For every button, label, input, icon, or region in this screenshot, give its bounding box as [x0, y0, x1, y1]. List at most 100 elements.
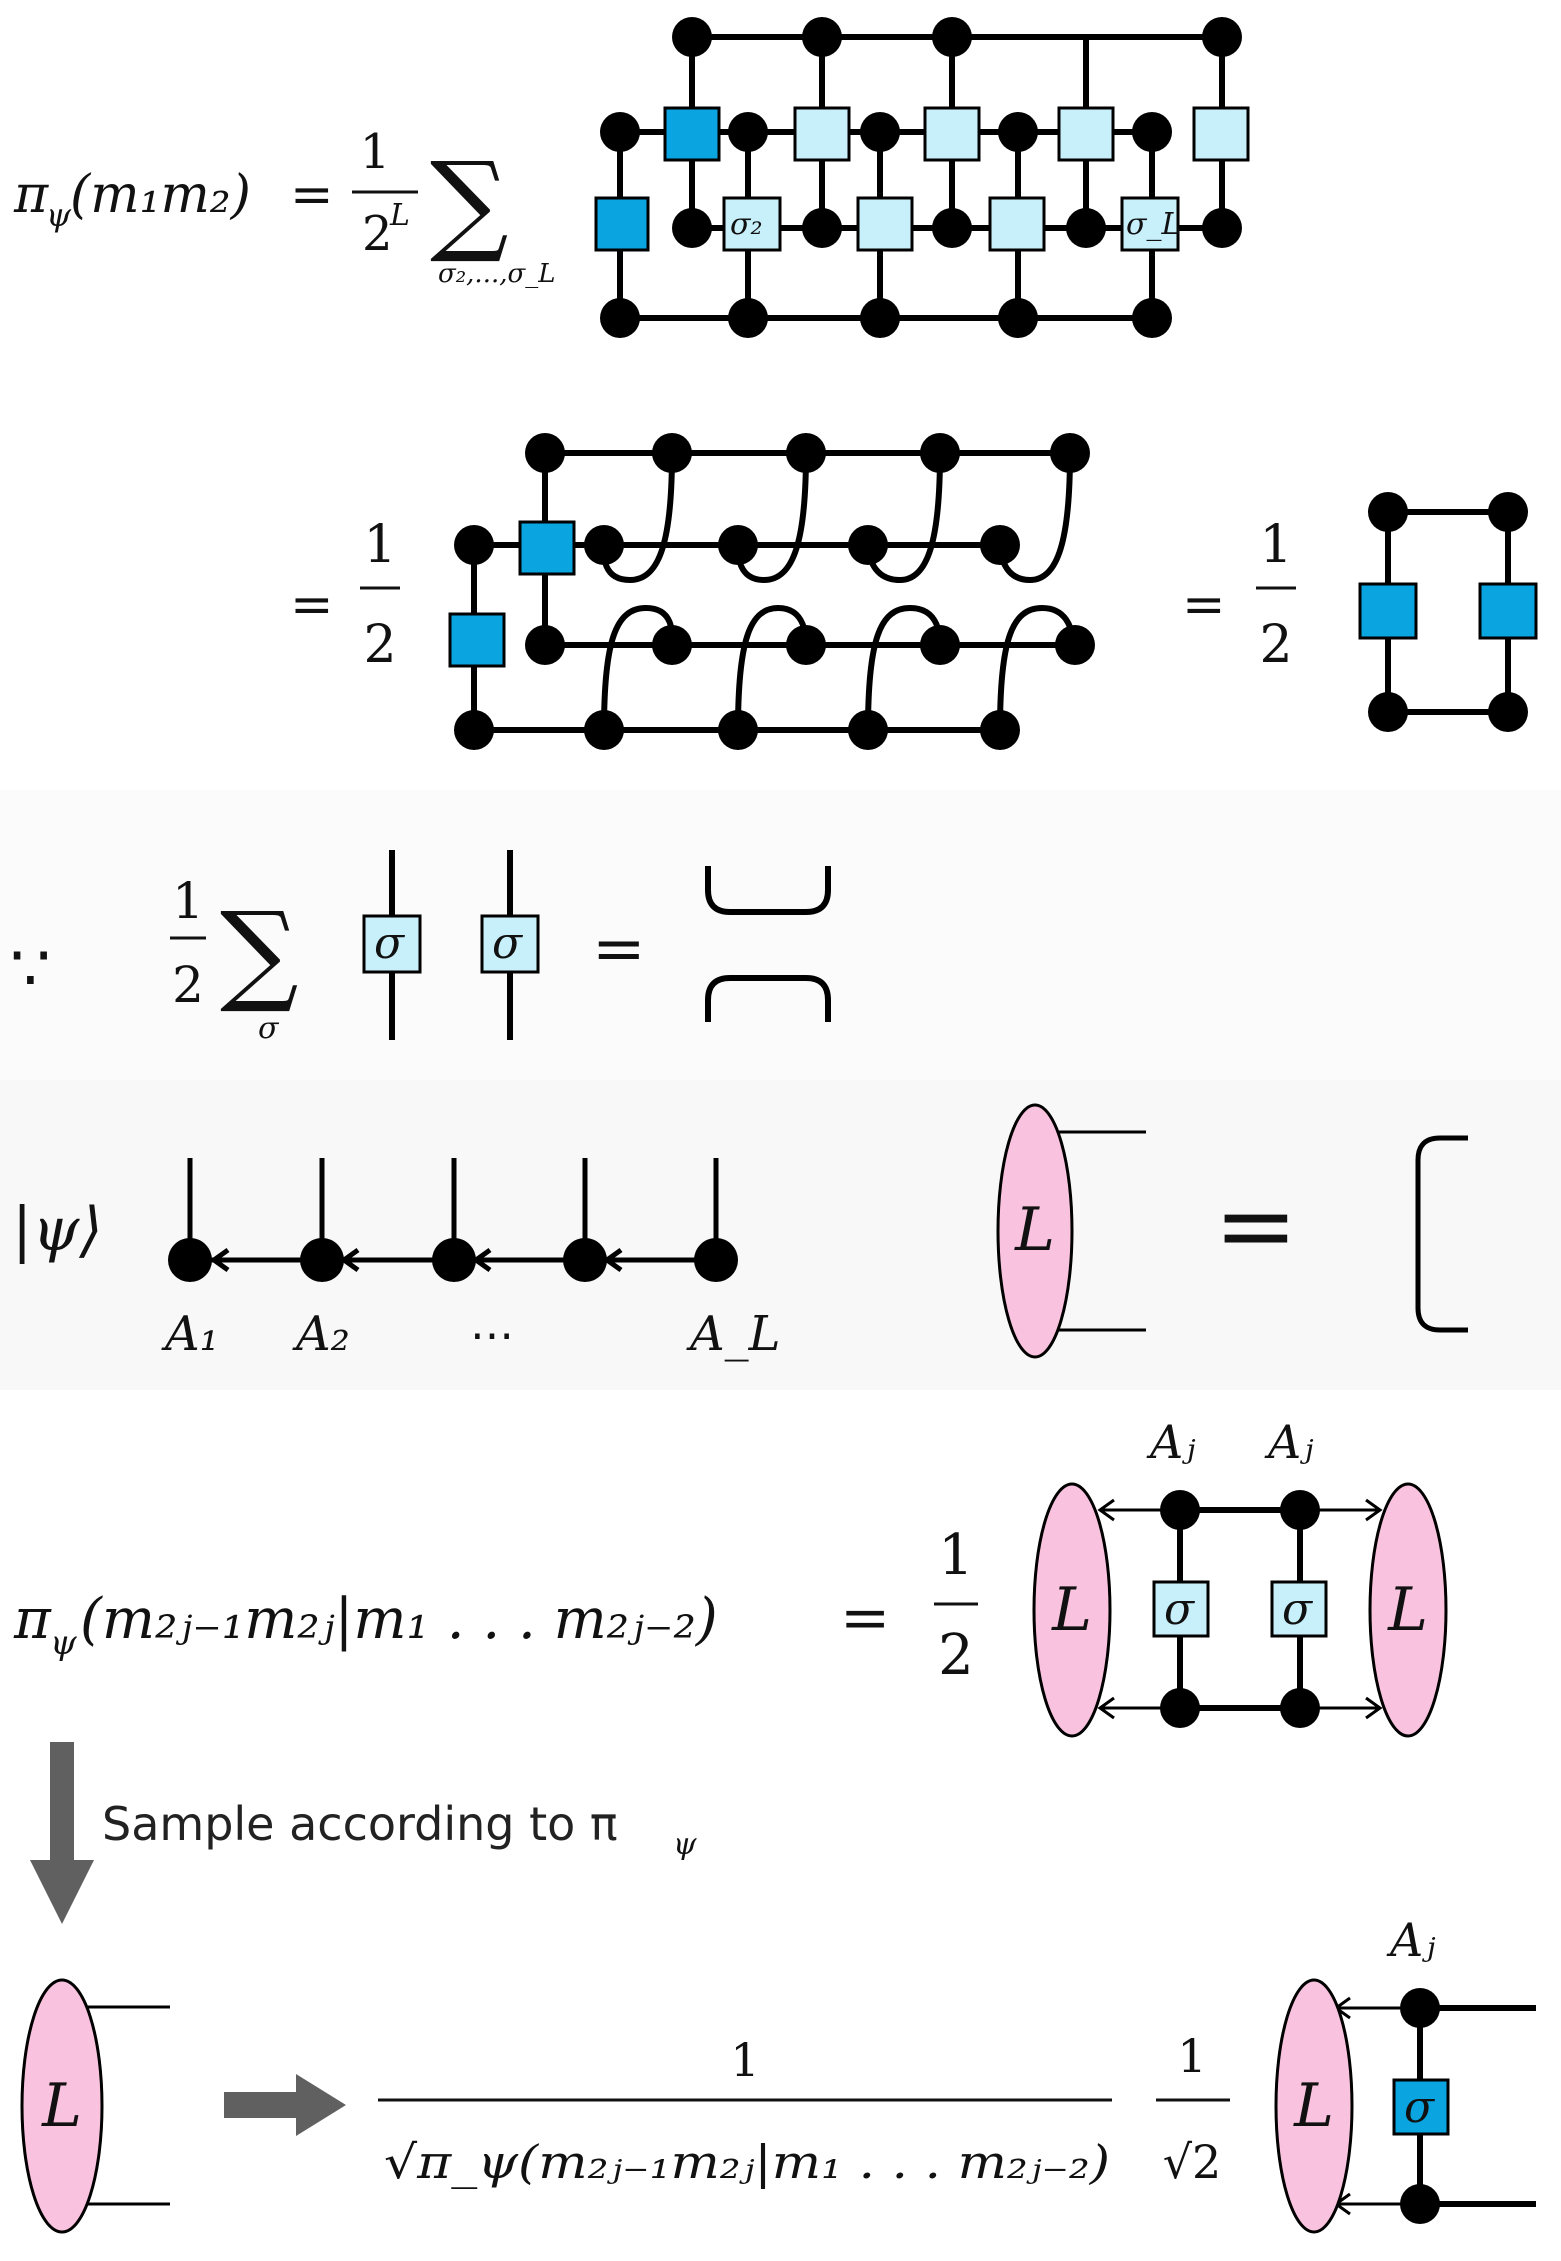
eq5-right-arrow	[224, 2074, 346, 2136]
eq1-gate-sigmaL	[1120, 196, 1180, 252]
eq3-sigma-left: σ	[374, 918, 406, 969]
eq3-diagram: ∵ 1 2 ∑ σ σ σ =	[10, 850, 831, 1046]
mps-dots	[168, 1238, 738, 1282]
eq1-frac-num: 1	[360, 124, 391, 180]
eq4-frac-num: 1	[938, 1523, 974, 1588]
eq4-sigma-left: σ	[1164, 1584, 1196, 1635]
eq4-Aj-right: Aⱼ	[1264, 1415, 1314, 1469]
eq4-equals: =	[840, 1583, 890, 1653]
eq1-gate-light-1	[793, 106, 851, 162]
eq2-gates	[448, 520, 576, 668]
eq1-gates	[594, 106, 1250, 252]
eq2-frac-a-den: 2	[363, 615, 396, 675]
eq5-frac2-den: √2	[1163, 2135, 1222, 2189]
eq3-frac-den: 2	[172, 956, 204, 1014]
eq4-diagram: π ψ (m₂ⱼ₋₁m₂ⱼ|m₁ . . . m₂ⱼ₋₂) = 1 2 σ σ …	[13, 1415, 1536, 2234]
mps-L-label: L	[1014, 1195, 1055, 1265]
eq2-gate-dark-1	[448, 612, 506, 668]
eq1-gate-light-5	[856, 196, 914, 252]
sample-text-sub: ψ	[673, 1827, 697, 1862]
eq1-frac-den-sup: L	[389, 198, 410, 233]
mps-label-dots: ⋯	[470, 1310, 514, 1361]
eq4-gate-left	[1152, 1580, 1210, 1638]
mps-label-AL: A_L	[686, 1306, 781, 1362]
eq2-diagram: = 1 2 = 1 2	[290, 433, 1538, 750]
eq2-tensor-dots	[454, 433, 1095, 750]
eq1-gate-light-3	[1057, 106, 1115, 162]
eq4-envs	[1032, 1482, 1448, 1738]
eq1-sigma2-label: σ₂	[730, 207, 763, 242]
sample-text: Sample according to π	[102, 1797, 618, 1851]
eq1-sum: ∑	[430, 138, 509, 266]
eq5-L-right-label: L	[1293, 2071, 1334, 2141]
eq4-pi: π	[13, 1587, 52, 1652]
eq5-L-env	[20, 1978, 170, 2234]
eq4-L-right-label: L	[1387, 1575, 1428, 1645]
eq1-gate-sigma2	[722, 196, 782, 252]
eq4-Aj-left: Aⱼ	[1146, 1415, 1196, 1469]
eq1-gate-light-4	[1192, 106, 1250, 162]
eq1-gate-dark-2	[663, 106, 721, 162]
eq4-L-left	[1032, 1482, 1112, 1738]
mps-label-A1: A₁	[161, 1306, 219, 1362]
panel-eq3-identity: ∵ 1 2 ∑ σ σ σ =	[0, 790, 1561, 1080]
eq1-diagram: π ψ (m₁m₂) = 1 2 L ∑ σ₂,...,σ_L σ₂ σ_L	[13, 17, 1250, 338]
mps-diagram: |ψ⟩ A₁ A₂ ⋯ A_L L =	[12, 1103, 1468, 1362]
eq1-frac-den: 2	[362, 206, 393, 262]
eq4-arrows	[1097, 1498, 1383, 1720]
eq1-equals: =	[290, 165, 334, 225]
eq4-sigma-right: σ	[1282, 1584, 1314, 1635]
eq5-dots	[1400, 1988, 1440, 2224]
eq4-L-right	[1368, 1482, 1448, 1738]
sample-down-arrow	[30, 1742, 94, 1924]
eq5-L-label: L	[41, 2071, 82, 2141]
eq3-because: ∵	[10, 932, 51, 1006]
panel-eq2-contraction: = 1 2 = 1 2	[0, 380, 1561, 790]
eq3-gates	[362, 914, 540, 974]
mps-bracket	[1415, 1135, 1468, 1333]
eq3-sum-sub: σ	[258, 1011, 280, 1046]
mps-ket: |ψ⟩	[12, 1195, 103, 1265]
eq1-network-lines	[617, 34, 1225, 321]
eq1-gate-light-6	[988, 196, 1046, 252]
eq5-frac-den: √π_ψ(m₂ⱼ₋₁m₂ⱼ|m₁ . . . m₂ⱼ₋₂)	[384, 2135, 1110, 2189]
eq4-frac-den: 2	[938, 1623, 974, 1688]
eq1-sigmaL-label: σ_L	[1126, 207, 1181, 242]
eq2-frac-b-den: 2	[1259, 615, 1292, 675]
eq4-pi-sub: ψ	[50, 1623, 77, 1663]
mps-L-env	[996, 1103, 1146, 1359]
eq5-L-right-ellipse	[1274, 1978, 1354, 2234]
eq2-equals-a: =	[290, 575, 334, 635]
eq5-frac-num: 1	[730, 2033, 759, 2087]
eq3-sum: ∑	[220, 888, 299, 1016]
eq2-equals-b: =	[1182, 575, 1226, 635]
eq1-pi-sub: ψ	[46, 196, 72, 234]
eq3-gate-right	[480, 914, 540, 974]
eq1-args: (m₁m₂)	[70, 165, 251, 225]
eq4-L-left-label: L	[1051, 1575, 1092, 1645]
eq4-args: (m₂ⱼ₋₁m₂ⱼ|m₁ . . . m₂ⱼ₋₂)	[80, 1587, 718, 1652]
eq3-sigma-right: σ	[492, 918, 524, 969]
eq1-pi: π	[13, 165, 49, 225]
panel-mps: |ψ⟩ A₁ A₂ ⋯ A_L L =	[0, 1080, 1561, 1390]
eq2-frac-b-num: 1	[1259, 515, 1292, 575]
eq2-network-lines	[471, 450, 1078, 733]
eq3-gate-left	[362, 914, 422, 974]
eq2-result-gate-right	[1478, 582, 1538, 640]
eq5-Aj-label: Aⱼ	[1386, 1913, 1436, 1967]
eq4-dots	[1160, 1490, 1320, 1728]
eq4-gate-right	[1270, 1580, 1328, 1638]
eq2-result-gate-left	[1358, 582, 1418, 640]
eq3-equals: =	[592, 912, 646, 986]
eq4-gates	[1152, 1580, 1328, 1638]
eq1-tensor-dots	[600, 17, 1242, 338]
panel-conditional-prob: π ψ (m₂ⱼ₋₁m₂ⱼ|m₁ . . . m₂ⱼ₋₂) = 1 2 σ σ …	[0, 1390, 1561, 2261]
eq3-frac-num: 1	[172, 872, 204, 930]
panel-eq1-sum-over-sigmas: π ψ (m₁m₂) = 1 2 L ∑ σ₂,...,σ_L σ₂ σ_L	[0, 0, 1561, 380]
eq5-sigma-label: σ	[1404, 2082, 1436, 2133]
eq3-caps	[705, 866, 831, 1022]
eq1-gate-dark-1	[594, 196, 650, 252]
eq1-gate-light-2	[923, 106, 981, 162]
eq2-result-gates	[1358, 582, 1538, 640]
eq2-gate-dark-2	[518, 520, 576, 576]
